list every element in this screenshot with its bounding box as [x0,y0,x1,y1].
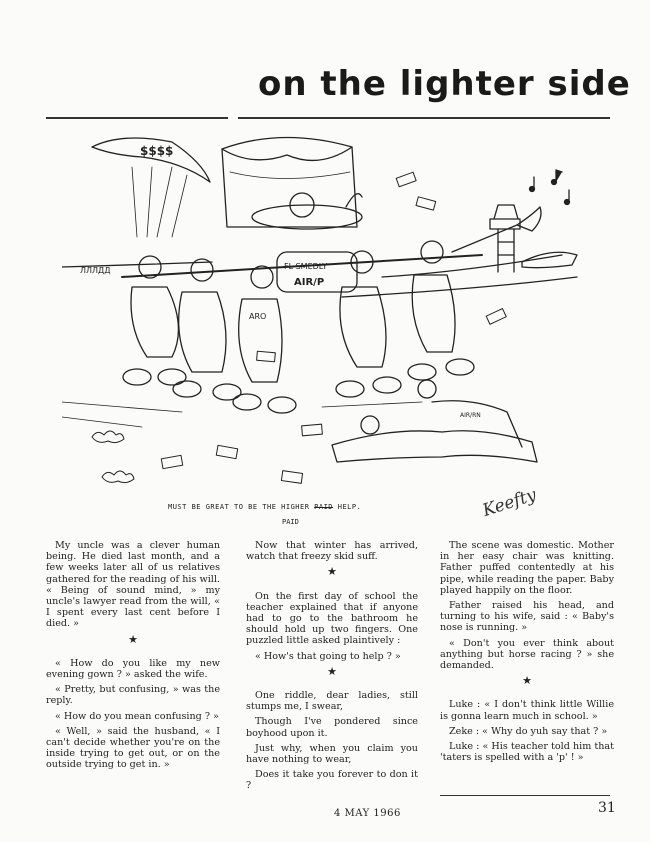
music-notes-drawing [528,169,571,206]
paragraph: Luke : « His teacher told him that 'tate… [440,741,614,764]
paragraph: The scene was domestic. Mother in her ea… [440,540,614,596]
header-rule-right [238,117,610,119]
separator-star: ★ [327,565,337,579]
paragraph: My uncle was a clever human being. He di… [46,540,220,630]
footer-date: 4 MAY 1966 [334,808,401,819]
paragraph: « How do you like my new evening gown ? … [46,657,220,681]
caption-end: HELP. [337,503,362,511]
crawler-badge-text: AIR/RN [460,412,481,419]
svg-text:$$$$: $$$$ [140,144,173,158]
text-column-2: Now that winter has arrived, watch that … [246,540,418,796]
parked-plane-drawing [521,251,578,269]
money-canopy-drawing: $$$$ [91,137,211,238]
caption-struck-word: PAID [314,503,334,511]
crawling-figures-drawing: AIR/RN [331,379,538,463]
cartoon-illustration: ЛЛЛДД $$$$ FL SMEDLY AIR/P ARO [62,136,578,484]
caption-correction: PAID [282,518,299,526]
text-column-3: The scene was domestic. Mother in her ea… [440,540,614,767]
poem-line: Does it take you forever to don it ? [246,769,418,792]
header-rule-left [46,117,228,119]
svg-text:ЛЛЛДД: ЛЛЛДД [80,266,111,275]
poem-line: Though I've pondered since boyhood upon … [246,716,418,739]
paragraph: Father raised his head, and turning to h… [440,600,614,634]
dust-clouds-drawing [91,430,135,484]
separator-star: ★ [522,674,532,688]
poem-line: Just why, when you claim you have nothin… [246,742,418,766]
platform-sign-sub: AIR/P [294,277,324,288]
separator-star: ★ [128,632,138,646]
paragraph: « Pretty, but confusing, » was the reply… [46,684,220,707]
page-number: 31 [598,800,616,816]
paragraph: On the first day of school the teacher e… [246,590,418,647]
control-tower-drawing [489,204,521,273]
separator-star: ★ [327,664,337,678]
dollar-bills-drawing [160,171,507,484]
drummer-badge-text: ARO [249,312,266,321]
cartoon-caption: MUST BE GREAT TO BE THE HIGHER PAID HELP… [168,503,361,511]
footer-rule [440,795,610,796]
paragraph: « How's that going to help ? » [255,650,401,662]
page-title: on the lighter side [258,64,631,104]
paragraph: Zeke : « Why do yuh say that ? » [449,725,608,737]
bearer-figures-drawing: ARO [122,240,475,414]
paragraph: « How do you mean confusing ? » [55,710,219,722]
paragraph: « Well, » said the husband, « I can't de… [46,725,220,771]
text-column-1: My uncle was a clever human being. He di… [46,540,220,775]
paragraph: « Don't you ever think about anything bu… [440,637,614,672]
trumpet-drawing [451,206,542,253]
caption-start: MUST BE GREAT TO BE THE HIGHER [168,503,310,511]
paragraph: Luke : « I don't think little Willie is … [440,699,614,722]
paragraph: Now that winter has arrived, watch that … [246,540,418,563]
poem-line: One riddle, dear ladies, still stumps me… [246,690,418,713]
